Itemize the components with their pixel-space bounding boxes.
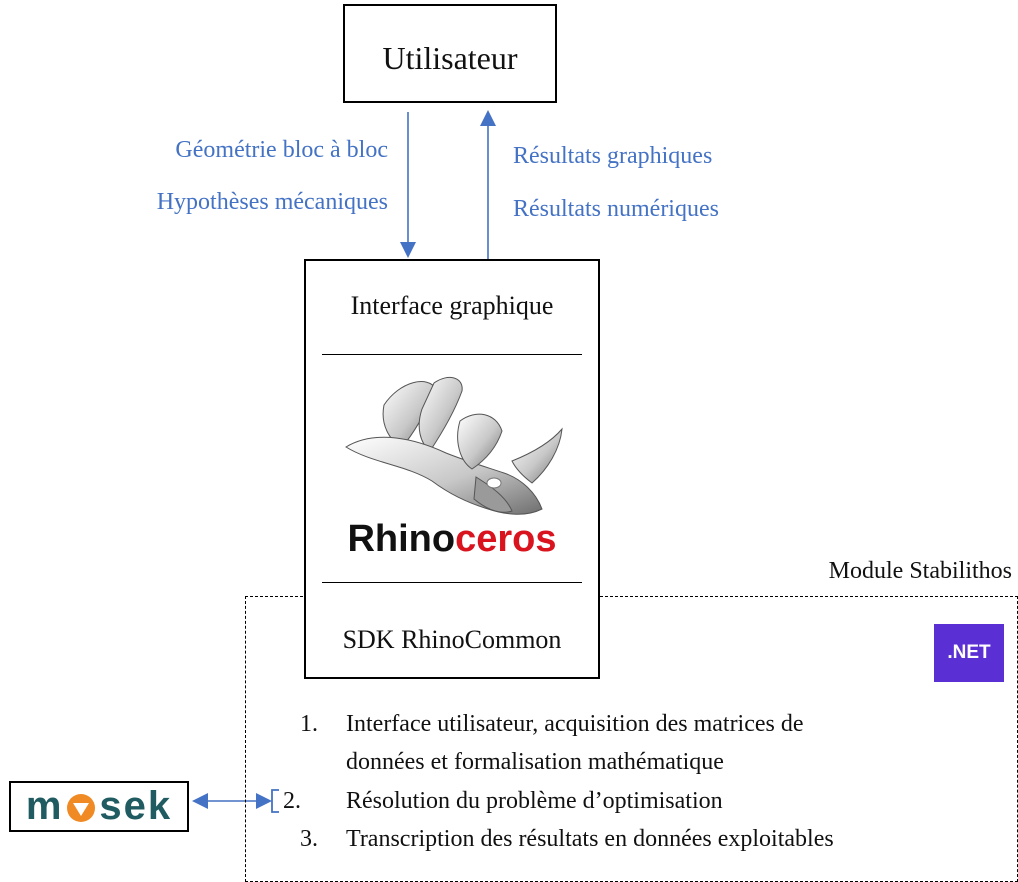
- dotnet-badge: .NET: [934, 624, 1004, 682]
- output-label-graphical: Résultats graphiques: [513, 143, 713, 169]
- module-title: Module Stabilithos: [828, 558, 1012, 584]
- output-label-numerical: Résultats numériques: [513, 196, 719, 222]
- input-label-geometry: Géométrie bloc à bloc: [175, 137, 388, 163]
- step-1-line-1: Interface utilisateur, acquisition des m…: [346, 711, 804, 737]
- interface-title: Interface graphique: [350, 291, 554, 320]
- step-1-line-2: données et formalisation mathématique: [346, 749, 724, 775]
- mosek-logo: m sek: [9, 781, 189, 832]
- step-2-number: 2.: [283, 788, 301, 814]
- input-label-mechanics: Hypothèses mécaniques: [156, 189, 388, 215]
- step-bracket: [271, 789, 279, 813]
- user-label: Utilisateur: [382, 40, 518, 76]
- rhino-logo-text: Rhinoceros: [306, 518, 598, 561]
- rhino-icon: [345, 376, 563, 515]
- step-2-line-1: Résolution du problème d’optimisation: [346, 788, 723, 814]
- divider-top: [322, 354, 582, 355]
- step-1-number: 1.: [300, 711, 318, 737]
- step-3-line-1: Transcription des résultats en données e…: [346, 826, 834, 852]
- mosek-logo-part1: m: [25, 784, 64, 828]
- user-node: Utilisateur: [343, 4, 557, 103]
- shield-icon: [67, 793, 96, 822]
- sdk-label: SDK RhinoCommon: [342, 625, 562, 654]
- mosek-logo-part2: sek: [99, 784, 173, 828]
- step-3-number: 3.: [300, 826, 318, 852]
- rhino-logo-part1: Rhino: [347, 518, 456, 560]
- interface-node: Interface graphique Rhinoceros SDK Rhino…: [304, 259, 600, 679]
- divider-bottom: [322, 582, 582, 583]
- rhino-logo-part2: ceros: [455, 518, 557, 560]
